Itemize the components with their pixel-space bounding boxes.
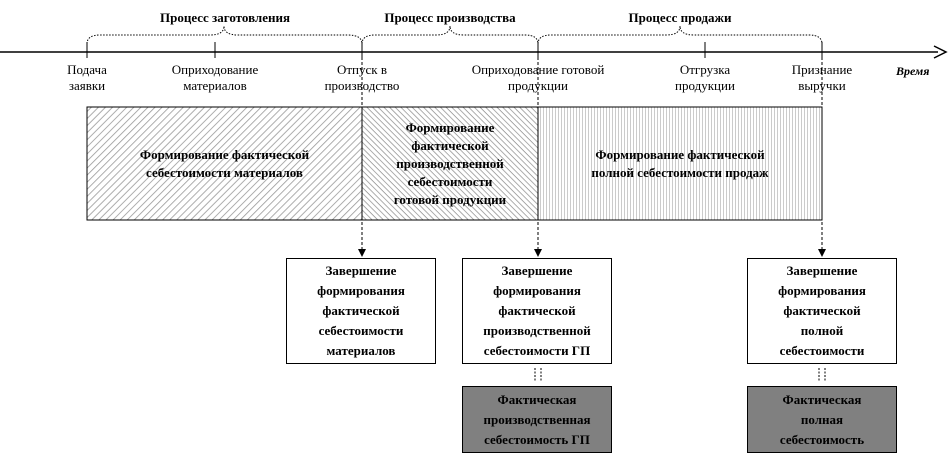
phase-label-materials: Формирование фактической себестоимости м… [139,146,310,180]
brace-procurement [86,25,363,45]
completion-box-materials: Завершение формирования фактической себе… [286,258,436,364]
phase-label-production: Формирование фактической производственно… [393,119,507,207]
event-label-application: Подача заявки [67,62,107,93]
brace-production [361,25,539,45]
axis-label-time: Время [896,64,930,78]
event-label-materials-receipt: Оприходование материалов [171,62,259,93]
equality-marker-production [534,368,542,382]
event-label-revenue: Признание выручки [791,62,853,93]
completion-box-production: Завершение формирования фактической прои… [462,258,612,364]
event-label-finished-goods: Оприходование готовой продукции [471,62,605,93]
process-label-procurement: Процесс заготовления [160,10,290,25]
event-label-release-production: Отпуск в производство [324,62,400,93]
result-box-production-cost: Фактическая производственная себестоимос… [462,386,612,453]
phase-label-sales: Формирование фактической полной себестои… [591,146,769,180]
brace-sales [537,25,823,45]
time-axis-arrow [933,45,948,59]
process-label-sales: Процесс продажи [628,10,732,25]
event-label-shipment: Отгрузка продукции [675,62,735,93]
phase-band-materials [86,106,363,221]
process-label-production: Процесс производства [384,10,516,25]
completion-box-full: Завершение формирования фактической полн… [747,258,897,364]
result-box-full-cost: Фактическая полная себестоимость [747,386,897,453]
equality-marker-full [818,368,826,382]
